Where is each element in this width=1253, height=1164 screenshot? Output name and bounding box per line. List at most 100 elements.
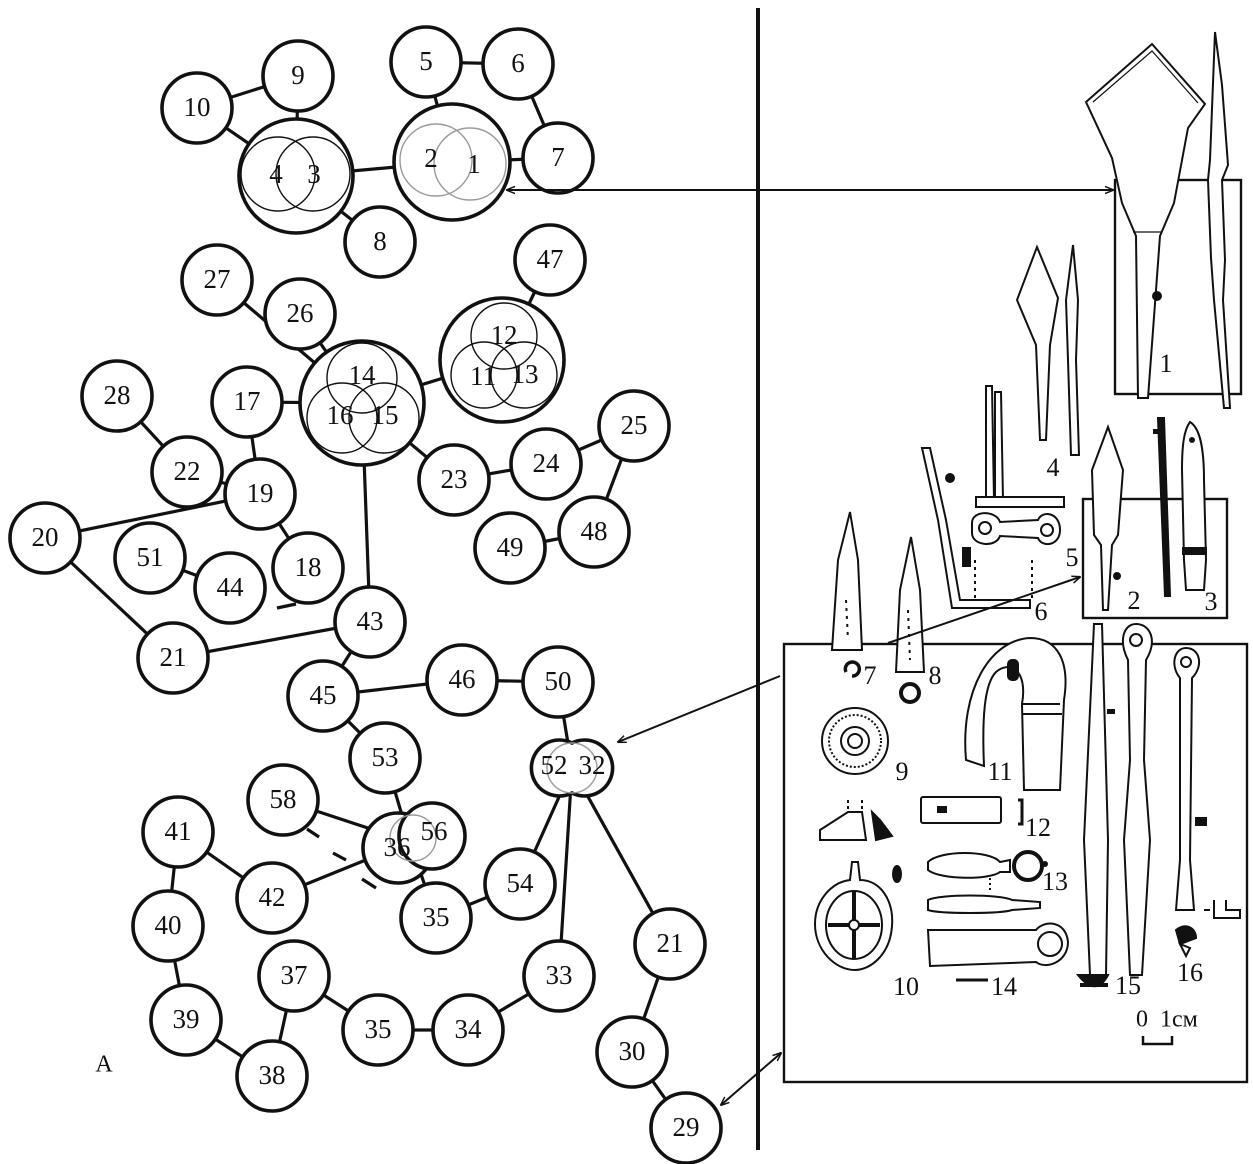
grave-circle [271,531,345,605]
artifact-group-1: 1 [1084,31,1243,409]
grave-circle [389,25,463,99]
grave-label: 47 [537,244,564,274]
scale-label: 0 1см [1136,1007,1198,1033]
grave-label: 39 [173,1004,200,1034]
cluster-label: 32 [579,750,606,780]
grave-circle [149,983,223,1057]
grave-node: 43 [333,585,407,659]
grave-node: 25 [597,389,671,463]
arrowhead-artifact [830,511,864,678]
grave-circle [235,861,309,935]
cluster-label: 3 [307,159,321,189]
grave-circle [649,1091,723,1164]
grave-node: 35 [399,881,473,955]
grave-label: 51 [137,542,164,572]
grave-circle [136,621,210,695]
grave-label: 10 [184,92,211,122]
grave-circle [348,721,422,795]
grave-label: 23 [441,464,468,494]
grave-circle [141,795,215,869]
grave-circle [595,1015,669,1089]
cluster-12-11-13: 12 11 13 [438,296,566,424]
grave-label: 42 [259,882,286,912]
grave-node: 6 [481,27,555,101]
grave-label: 6 [511,48,525,78]
grave-circle [223,457,297,531]
grave-circle [193,551,267,625]
grave-label: 34 [455,1014,483,1044]
arrowhead-artifact [1090,424,1125,611]
grave-circle [557,495,631,569]
grave-node: 20 [8,501,82,575]
grave-label: 17 [234,386,261,416]
grave-node: 5 [389,25,463,99]
scale-bar: 0 1см [1136,1007,1198,1046]
cluster-label: 12 [491,320,518,350]
grave-node: 53 [348,721,422,795]
grave-label: 5 [419,46,433,76]
link-arrows [507,190,1113,1105]
arrowhead-artifact [1015,244,1081,456]
grave-circle [522,939,596,1013]
grave-node: 58 [246,763,320,837]
grave-circle [210,365,284,439]
grave-node: 44 [193,551,267,625]
section-dot [1152,291,1162,301]
grave-node: 26 [263,277,337,351]
grave-circle [333,585,407,659]
grave-label: 30 [619,1036,646,1066]
artifact-label: 7 [864,661,877,690]
artifact-label: 6 [1035,597,1048,626]
grave-node: 8 [343,205,417,279]
grave-node: 10 [160,71,234,145]
arrowhead-artifact [894,536,926,704]
grave-node: 9 [261,39,335,113]
cluster-2-1: 2 1 [392,102,512,222]
grave-label: 43 [357,606,384,636]
artifact-label: 4 [1047,453,1060,482]
grave-label: 49 [497,532,524,562]
buckle-artifact [813,861,902,972]
grave-label: 9 [291,60,305,90]
grave-node: 19 [223,457,297,531]
grave-node: 21 [136,621,210,695]
grave-circle [286,659,360,733]
grave-label: 35 [423,902,450,932]
cluster-label: 52 [541,750,568,780]
plate-artifact [920,796,1024,826]
grave-node: 35 [341,993,415,1067]
cluster-label: 16 [327,400,354,430]
grave-circle [8,501,82,575]
grave-label: 48 [581,516,608,546]
grave-node: 29 [649,1091,723,1164]
grave-circle [399,881,473,955]
cluster-label: 11 [470,361,496,391]
grave-node: 47 [513,223,587,297]
grave-circle [417,443,491,517]
link-arrow-node-29-to-group-3 [721,1053,781,1105]
edge-dashes [276,602,377,890]
grave-node: 28 [80,359,154,433]
grave-label: 54 [507,868,535,898]
grave-label: 28 [104,380,131,410]
grave-label: 18 [295,552,322,582]
grave-node: 34 [431,993,505,1067]
grave-label: 41 [165,816,192,846]
cluster-label: 1 [467,149,481,179]
artifact-group-2: 4 5 6 2 [920,244,1229,626]
grave-label: 46 [449,664,476,694]
rod-artifact [1173,646,1241,959]
grave-label: 53 [372,742,399,772]
grave-node: 49 [473,511,547,585]
grave-label: 24 [533,448,561,478]
grave-node: 21 [633,907,707,981]
grave-circle [343,205,417,279]
arrowhead-artifact [1084,42,1207,399]
artifact-label: 9 [896,757,909,786]
grave-circle [431,993,505,1067]
hook-artifact [964,636,1067,791]
cluster-label: 14 [349,360,377,390]
arrowhead-artifact [1206,31,1232,409]
cluster-label: 56 [421,816,448,846]
cluster-14-16-15: 14 16 15 [298,339,426,467]
